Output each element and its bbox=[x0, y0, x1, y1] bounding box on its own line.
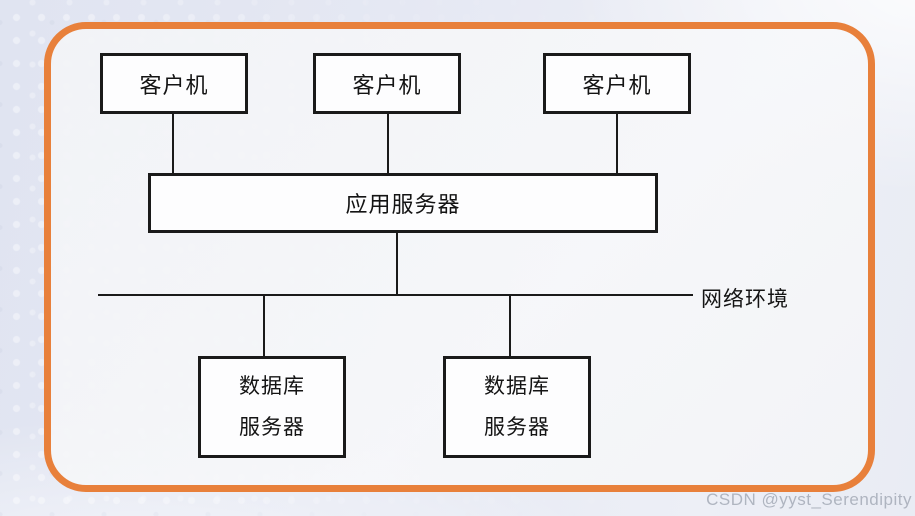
app-server-box-label: 应用服务器 bbox=[345, 192, 461, 217]
network-label: 网络环境 bbox=[701, 288, 789, 311]
client-box-1-label: 客户机 bbox=[139, 72, 209, 98]
client-box-2-label: 客户机 bbox=[352, 72, 422, 98]
db-server-box-1-label-line2: 服务器 bbox=[239, 416, 305, 439]
connector-client-2-to-app-server bbox=[387, 114, 389, 174]
connector-network-to-db-server-1 bbox=[263, 296, 265, 356]
db-server-box-2-label-line1: 数据库 bbox=[484, 375, 550, 398]
connector-network-to-db-server-2 bbox=[509, 296, 511, 356]
client-box-2: 客户机 bbox=[313, 53, 461, 114]
client-box-3: 客户机 bbox=[543, 53, 691, 114]
db-server-box-2-label-line2: 服务器 bbox=[484, 416, 550, 439]
csdn-watermark: CSDN @yyst_Serendipity bbox=[706, 490, 912, 509]
client-box-3-label: 客户机 bbox=[582, 72, 652, 98]
db-server-box-1-label-line1: 数据库 bbox=[239, 375, 305, 398]
connector-client-1-to-app-server bbox=[172, 114, 174, 174]
db-server-box-1: 数据库 服务器 bbox=[198, 356, 346, 458]
app-server-box: 应用服务器 bbox=[148, 173, 658, 233]
client-box-1: 客户机 bbox=[100, 53, 248, 114]
connector-app-server-to-network bbox=[396, 233, 398, 295]
connector-client-3-to-app-server bbox=[616, 114, 618, 174]
db-server-box-2: 数据库 服务器 bbox=[443, 356, 591, 458]
network-bus-line bbox=[98, 294, 693, 296]
